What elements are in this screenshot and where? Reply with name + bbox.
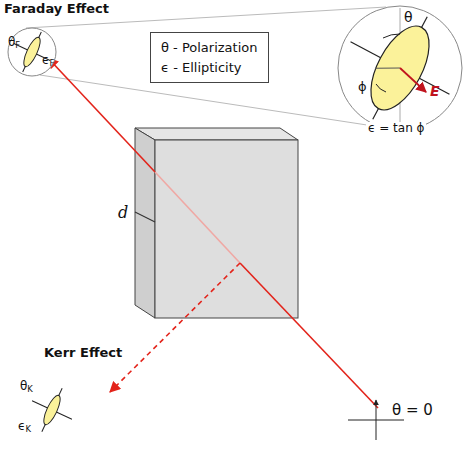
legend-entry: θ - Polarization bbox=[161, 38, 258, 58]
kerr-inset bbox=[22, 379, 82, 441]
faraday-inset bbox=[5, 24, 60, 81]
polarization-symbol: θK bbox=[20, 380, 33, 394]
angle-symbol: ϕ bbox=[358, 80, 367, 94]
sample-cube bbox=[135, 128, 298, 318]
thickness-mark bbox=[135, 212, 155, 222]
legend-box: θ - Polarizationϵ - Ellipticity bbox=[150, 32, 269, 83]
ellipticity-symbol: ϵF bbox=[42, 54, 54, 68]
ellipticity-formula: ϵ = tan ϕ bbox=[366, 122, 426, 135]
field-vector-label: E bbox=[430, 84, 440, 99]
polarization-zoom bbox=[323, 0, 463, 146]
thickness-label: d bbox=[118, 204, 128, 222]
legend-entry: ϵ - Ellipticity bbox=[161, 58, 258, 78]
polarization-symbol: θF bbox=[8, 36, 20, 50]
polarization-symbol: θ bbox=[404, 10, 413, 25]
ellipticity-symbol: ϵK bbox=[18, 420, 31, 434]
input-polarization-label: θ = 0 bbox=[392, 402, 433, 419]
zoom-lines bbox=[26, 7, 386, 127]
section-title: Kerr Effect bbox=[44, 346, 122, 360]
section-title: Faraday Effect bbox=[4, 2, 109, 16]
